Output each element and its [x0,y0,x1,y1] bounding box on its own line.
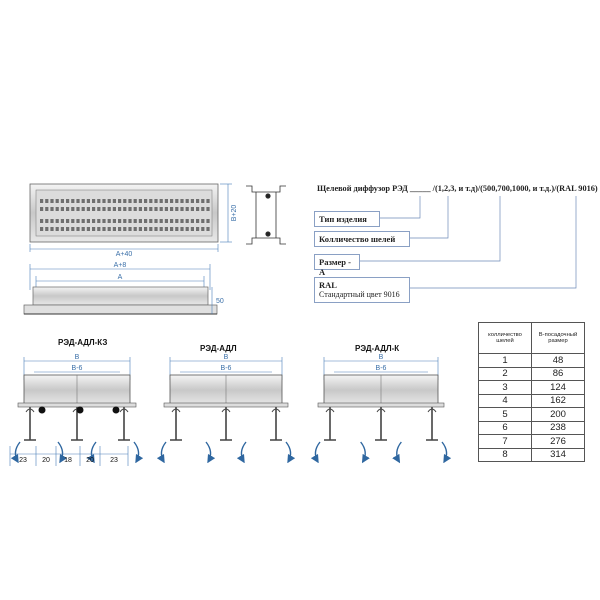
section-1: B B-6 [156,354,296,464]
callout-ral-sub: Стандартный цвет 9016 [319,290,400,299]
dim-b6-label: B-6 [376,365,387,372]
airflow-arrow [57,441,68,464]
airflow-arrow [360,441,370,464]
airflow-arrow [86,441,97,464]
side-view: A+8 A 50 [23,262,224,315]
section-title-adl: РЭД-АДЛ [200,344,237,353]
callout-product-type: Тип изделия [314,211,380,227]
front-view: B+20 A+40 [29,183,238,258]
header-count: колличество шелей [478,322,532,354]
dim-b6-label: B-6 [221,365,232,372]
airflow-arrow [441,441,452,464]
bottom-dim-label: 23 [19,457,27,464]
callout-slots-count: Колличество шелей [314,231,410,247]
airflow-arrow [10,441,21,464]
dim-b6-label: B-6 [72,365,83,372]
callout-ral: RAL Стандартный цвет 9016 [314,277,410,303]
airflow-arrow [156,441,167,464]
width-label: A+40 [116,251,133,258]
section-views: B B-6 23 20 18 20 23 B B-6 B B-6 [9,354,452,466]
airflow-arrow [310,441,321,464]
bottom-dim-label: 20 [42,457,50,464]
airflow-arrow [236,441,247,464]
side-width-label: A+8 [114,262,127,269]
bottom-dim-label: 23 [110,457,118,464]
callout-size-a: Размер - А [314,254,360,277]
side-height-label: 50 [216,298,224,305]
section-2: B B-6 [310,354,452,464]
side-inner-label: A [118,274,123,281]
section-title-k: РЭД-АДЛ-К [355,344,400,353]
header-size: В-посадочный размер [531,322,585,354]
airflow-arrow [392,441,402,464]
height-label: B+20 [231,205,238,222]
airflow-arrow [205,441,216,464]
callout-connectors [360,196,577,289]
bottom-dim-label: 18 [64,457,72,464]
airflow-arrow [133,441,144,464]
dim-b-label: B [75,354,80,361]
order-formula: Щелевой диффузор РЭД _____ /(1,2,3, и т.… [317,184,598,193]
dim-b-label: B [224,354,229,361]
airflow-arrow [285,441,296,464]
dim-b-label: B [379,354,384,361]
section-0: B B-6 23 20 18 20 23 [9,354,144,466]
callout-ral-title: RAL [319,280,337,290]
bottom-dim-label: 20 [86,457,94,464]
slot-pattern [40,199,210,231]
section-title-kz: РЭД-АДЛ-КЗ [58,338,108,347]
mount-section [246,185,286,245]
